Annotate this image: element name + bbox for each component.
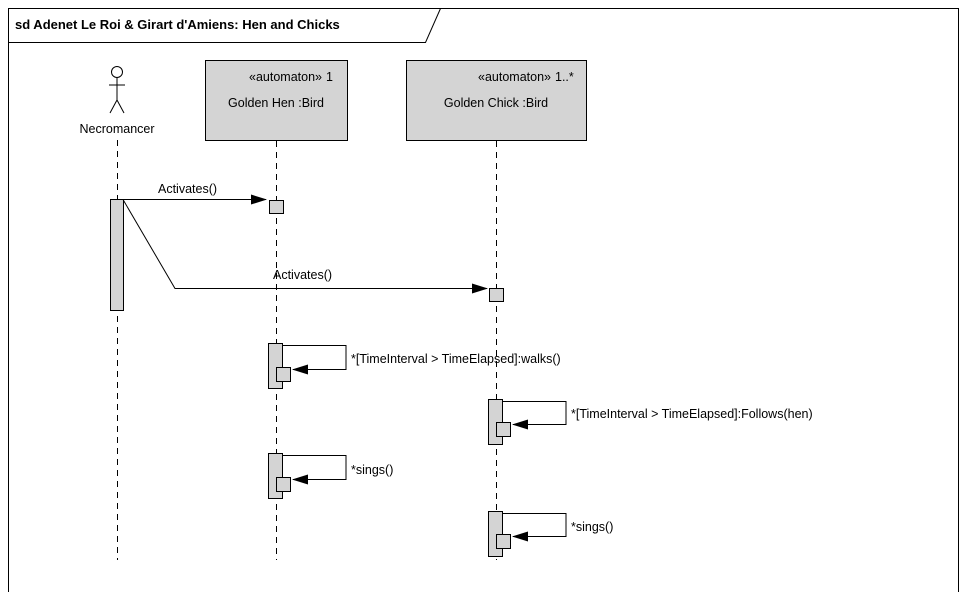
lifeline-multiplicity: 1..*: [555, 70, 574, 84]
self-message-follows[interactable]: *[TimeInterval > TimeElapsed]:Follows(he…: [488, 399, 813, 445]
nested-activation: [496, 534, 511, 549]
message-activates-chick[interactable]: Activates(): [122, 199, 488, 294]
message-activates-hen[interactable]: Activates(): [123, 182, 267, 205]
lifeline-golden-hen[interactable]: «automaton» 1 Golden Hen :Bird: [205, 60, 348, 141]
nested-activation: [276, 367, 291, 382]
lifeline-golden-chick[interactable]: «automaton» 1..* Golden Chick :Bird: [406, 60, 587, 141]
self-message-sings-chick[interactable]: *sings(): [488, 511, 614, 557]
frame-title-tab: [8, 8, 441, 43]
activation-bar-necromancer: [110, 199, 124, 311]
message-label: *[TimeInterval > TimeElapsed]:Follows(he…: [571, 407, 813, 421]
lifeline-head-box: [406, 60, 587, 141]
lifeline-name: Golden Hen :Bird: [228, 96, 324, 110]
necromancer-actor[interactable]: Necromancer: [79, 66, 155, 137]
lifeline-multiplicity: 1: [326, 70, 333, 84]
lifeline-stereotype: «automaton»: [249, 70, 322, 84]
message-label: Activates(): [273, 268, 332, 282]
lifeline-stereotype: «automaton»: [478, 70, 551, 84]
activation-golden-chick-1: [489, 288, 504, 302]
self-message-arrow: [503, 401, 567, 430]
stick-figure-actor-icon: [109, 66, 125, 114]
message-arrow: [122, 199, 488, 294]
self-message-arrow: [503, 513, 567, 542]
actor-name: Necromancer: [79, 122, 154, 136]
message-label: Activates(): [158, 182, 217, 196]
message-label: *sings(): [351, 463, 393, 477]
activation-golden-hen-1: [269, 200, 284, 214]
self-message-arrow: [283, 455, 347, 485]
lifeline-head-box: [205, 60, 348, 141]
self-message-walks[interactable]: *[TimeInterval > TimeElapsed]:walks(): [268, 343, 561, 389]
frame-title: sd Adenet Le Roi & Girart d'Amiens: Hen …: [15, 17, 340, 32]
self-message-sings-hen[interactable]: *sings(): [268, 453, 394, 499]
nested-activation: [276, 477, 291, 492]
lifeline-name: Golden Chick :Bird: [444, 96, 548, 110]
message-label: *[TimeInterval > TimeElapsed]:walks(): [351, 352, 561, 366]
message-label: *sings(): [571, 520, 613, 534]
nested-activation: [496, 422, 511, 437]
self-message-arrow: [283, 345, 347, 375]
